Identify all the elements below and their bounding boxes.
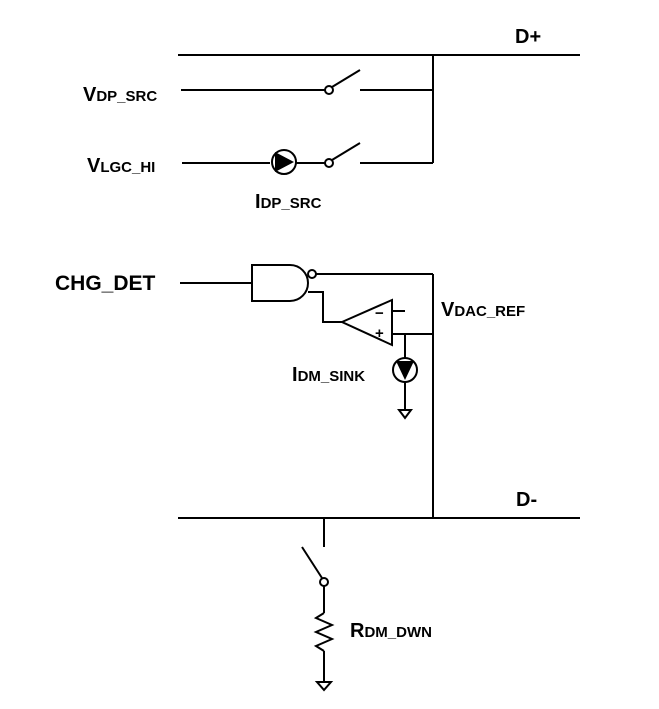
rdm-dwn-resistor-icon: [313, 612, 335, 652]
idm-sink-label: IDM_SINK: [292, 364, 365, 386]
rdm-dwn-switch: [301, 546, 329, 587]
nand-gate: [251, 264, 317, 302]
comparator-plus-label: +: [375, 325, 384, 342]
comparator: − +: [339, 298, 393, 347]
idp-src-switch: [324, 142, 361, 168]
d-plus-label: D+: [515, 26, 541, 48]
idp-src-current-source-icon: [271, 149, 297, 175]
comparator-minus-label: −: [375, 305, 384, 322]
comparator-to-gate-wire: [308, 291, 342, 323]
vdac-ref-label: VDAC_REF: [441, 299, 525, 321]
d-minus-label: D-: [516, 489, 537, 511]
chg-det-label: CHG_DET: [55, 272, 156, 295]
idm-sink-ground-icon: [397, 409, 413, 420]
vdp-src-switch: [324, 69, 361, 95]
vdp-src-label: VDP_SRC: [83, 84, 157, 106]
idm-sink-current-source-icon: [392, 357, 418, 383]
vlgc-hi-label: VLGC_HI: [87, 155, 155, 177]
idp-src-label: IDP_SRC: [255, 191, 322, 213]
rdm-dwn-label: RDM_DWN: [350, 620, 432, 642]
rdm-dwn-ground-icon: [314, 681, 334, 692]
